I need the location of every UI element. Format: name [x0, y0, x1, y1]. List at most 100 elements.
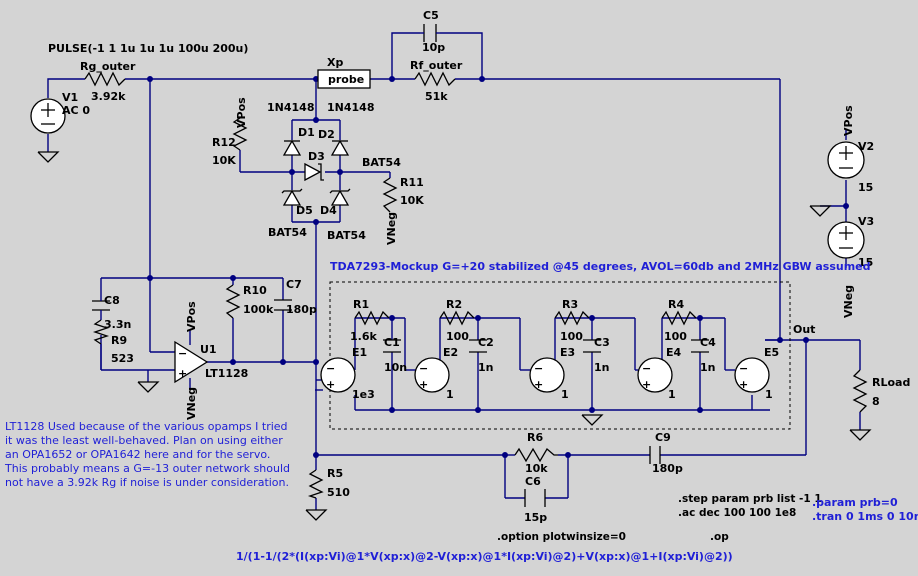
- d4-diode[interactable]: [329, 188, 351, 206]
- tran-directive[interactable]: .tran 0 1ms 0 10ns: [812, 510, 918, 523]
- e3-value: 1: [561, 388, 569, 401]
- r5-resistor[interactable]: [307, 469, 324, 499]
- tda-title: TDA7293-Mockup G=+20 stabilized @45 degr…: [330, 260, 871, 273]
- r3-resistor[interactable]: [554, 310, 590, 326]
- e1-name: E1: [352, 346, 367, 359]
- vneg-r11-label: VNeg: [385, 212, 398, 245]
- vpos-u1-label: VPos: [185, 301, 198, 332]
- d5-model: BAT54: [268, 226, 307, 239]
- c4-capacitor[interactable]: [691, 339, 709, 353]
- v1-value: AC 0: [62, 104, 90, 117]
- r11-value: 10K: [400, 194, 424, 207]
- param-directive[interactable]: .param prb=0: [812, 496, 898, 509]
- rg-outer-name: Rg_outer: [80, 60, 136, 73]
- r1-name: R1: [353, 298, 369, 311]
- v3-name: V3: [858, 215, 874, 228]
- c1-capacitor[interactable]: [383, 339, 401, 353]
- v2-name: V2: [858, 140, 874, 153]
- r9-value: 523: [111, 352, 134, 365]
- d5-diode[interactable]: [281, 188, 303, 206]
- c2-name: C2: [478, 336, 494, 349]
- r5-value: 510: [327, 486, 350, 499]
- e1-source[interactable]: −+: [320, 357, 356, 393]
- c7-name: C7: [286, 278, 302, 291]
- rload-resistor[interactable]: [852, 369, 868, 413]
- probe-label: probe: [328, 73, 364, 86]
- r6-name: R6: [527, 431, 543, 444]
- c6-capacitor[interactable]: [524, 489, 546, 507]
- vneg-supply-label: VNeg: [842, 285, 855, 318]
- u1-name: U1: [200, 343, 217, 356]
- ac-directive[interactable]: .ac dec 100 100 1e8: [678, 507, 796, 519]
- c5-value: 10p: [422, 41, 445, 54]
- r1-resistor[interactable]: [354, 310, 390, 326]
- comment-block: LT1128 Used because of the various opamp…: [4, 420, 290, 489]
- rf-outer-resistor[interactable]: [414, 71, 456, 87]
- d3-diode[interactable]: [304, 162, 324, 182]
- probe-block[interactable]: [317, 69, 371, 89]
- svg-text:−: −: [739, 362, 748, 375]
- d1-model: 1N4148: [267, 101, 314, 114]
- r5-name: R5: [327, 467, 343, 480]
- v3-value: 15: [858, 256, 873, 269]
- comment-line: This probably means a G=-13 outer networ…: [4, 462, 290, 475]
- c3-capacitor[interactable]: [583, 339, 601, 353]
- svg-text:+: +: [178, 367, 187, 380]
- d2-diode[interactable]: [330, 139, 350, 156]
- c4-name: C4: [700, 336, 716, 349]
- d1-diode[interactable]: [282, 139, 302, 156]
- c3-value: 1n: [594, 361, 610, 374]
- vneg-u1-label: VNeg: [185, 387, 198, 420]
- comment-line: an OPA1652 or OPA1642 here and for the s…: [5, 448, 270, 461]
- e4-source[interactable]: −+: [637, 357, 673, 393]
- r12-value: 10K: [212, 154, 236, 167]
- e2-source[interactable]: −+: [414, 357, 450, 393]
- r11-name: R11: [400, 176, 424, 189]
- u1-opamp[interactable]: − +: [174, 340, 209, 384]
- r10-resistor[interactable]: [225, 284, 241, 319]
- r4-resistor[interactable]: [661, 310, 697, 326]
- v1-source[interactable]: [30, 98, 66, 134]
- c9-value: 180p: [652, 462, 683, 475]
- probe-expression: 1/(1-1/(2*(I(xp:Vi)@1*V(xp:x)@2-V(xp:x)@…: [236, 550, 733, 563]
- r11-resistor[interactable]: [382, 177, 398, 213]
- r10-name: R10: [243, 284, 267, 297]
- e3-source[interactable]: −+: [529, 357, 565, 393]
- c5-capacitor[interactable]: [420, 24, 440, 42]
- c9-capacitor[interactable]: [649, 446, 661, 464]
- r12-resistor[interactable]: [232, 117, 248, 151]
- c2-capacitor[interactable]: [469, 339, 487, 353]
- step-directive[interactable]: .step param prb list -1 1: [678, 493, 822, 505]
- c3-name: C3: [594, 336, 610, 349]
- c8-capacitor[interactable]: [92, 295, 110, 320]
- ground-symbol: [305, 509, 328, 521]
- v1-name: V1: [62, 91, 78, 104]
- r3-name: R3: [562, 298, 578, 311]
- op-directive[interactable]: .op: [710, 531, 729, 543]
- r9-resistor[interactable]: [92, 319, 110, 370]
- vpos-supply-label: VPos: [842, 105, 855, 136]
- d4-model: BAT54: [327, 229, 366, 242]
- rg-outer-resistor[interactable]: [84, 71, 126, 87]
- r6-resistor[interactable]: [514, 447, 558, 463]
- c7-capacitor[interactable]: [274, 299, 292, 311]
- v2-source[interactable]: [827, 141, 865, 179]
- vpos-r12-label: VPos: [235, 97, 248, 128]
- r2-resistor[interactable]: [439, 310, 475, 326]
- ground-symbol: [581, 414, 604, 426]
- comment-line: LT1128 Used because of the various opamp…: [5, 420, 288, 433]
- v2-value: 15: [858, 181, 873, 194]
- v3-source[interactable]: [827, 221, 865, 259]
- svg-text:+: +: [419, 378, 428, 391]
- e3-name: E3: [560, 346, 575, 359]
- c4-value: 1n: [700, 361, 716, 374]
- r9-name: R9: [111, 334, 127, 347]
- option-directive[interactable]: .option plotwinsize=0: [497, 531, 626, 543]
- r6-value: 10k: [525, 462, 548, 475]
- e5-source[interactable]: −+: [734, 357, 770, 393]
- e2-name: E2: [443, 346, 458, 359]
- c8-value: 3.3n: [104, 318, 131, 331]
- r10-value: 100k: [243, 303, 274, 316]
- tda-mockup-box: [329, 281, 791, 430]
